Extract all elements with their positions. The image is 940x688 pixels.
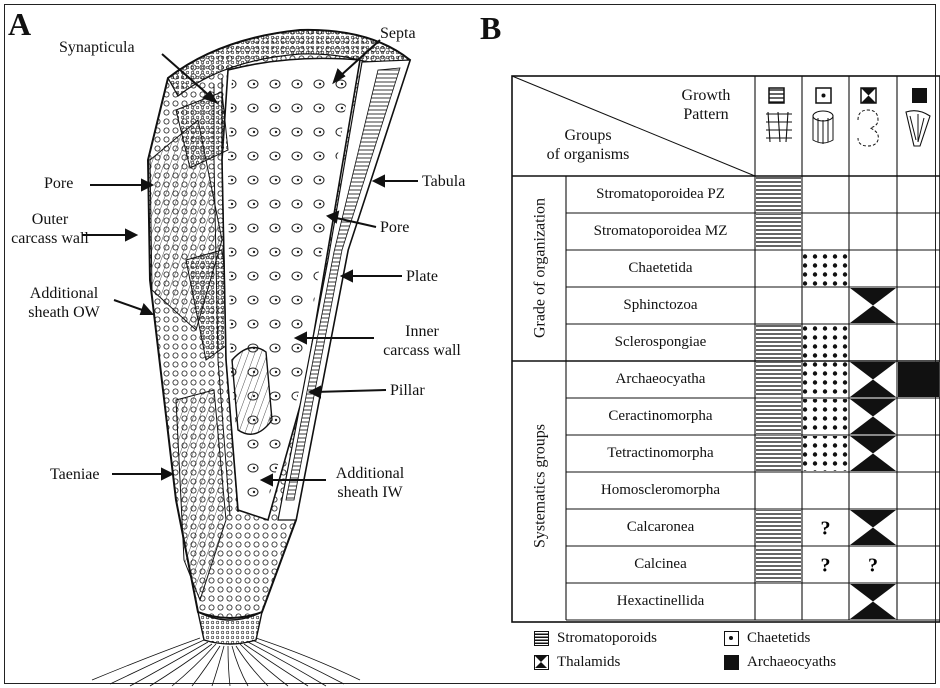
cell-thalamid-bottom [850, 380, 896, 398]
cell-thalamid-bottom [850, 417, 896, 435]
legend-thalamids: Thalamids [534, 654, 620, 671]
cell-chaetetid [803, 399, 848, 434]
cell-thalamid-bottom [850, 454, 896, 472]
row-name: Ceractinomorpha [566, 407, 755, 426]
cell-stromatoporoid [756, 436, 801, 471]
row-name: Stromatoporoidea PZ [566, 185, 755, 204]
row-name: Archaeocyatha [566, 370, 755, 389]
row-name: Calcaronea [566, 518, 755, 537]
stromatoporoid-legend-icon [534, 631, 549, 646]
header-groups-line2: of organisms [528, 145, 648, 164]
legend-archaeocyaths-label: Archaeocyaths [747, 654, 836, 671]
thalamid-header-icon [858, 88, 878, 146]
legend-chaetetids: Chaetetids [724, 630, 810, 647]
cell-stromatoporoid [756, 325, 801, 360]
cell-thalamid-top [850, 584, 896, 602]
cell-stromatoporoid [756, 399, 801, 434]
legend-chaetetids-label: Chaetetids [747, 630, 810, 647]
cell-archaeocyath [898, 362, 939, 397]
header-growth-pattern: Growth Pattern [666, 86, 746, 124]
cell-thalamid-top [850, 399, 896, 417]
cell-uncertain-mark: ? [821, 555, 831, 577]
row-name: Hexactinellida [566, 592, 755, 611]
chaetetid-header-icon [813, 88, 833, 144]
stromatoporoid-header-icon [766, 88, 792, 142]
cell-thalamid-top [850, 288, 896, 306]
header-growth-line1: Growth [666, 86, 746, 105]
chaetetid-legend-icon [724, 631, 739, 646]
cell-chaetetid [803, 436, 848, 471]
cell-thalamid-bottom [850, 602, 896, 620]
cell-chaetetid [803, 362, 848, 397]
cell-thalamid-bottom [850, 528, 896, 546]
cell-chaetetid [803, 325, 848, 360]
archaeocyath-header-icon [906, 88, 930, 146]
legend-stromatoporoids: Stromatoporoids [534, 630, 657, 647]
cell-stromatoporoid [756, 177, 801, 212]
cell-thalamid-top [850, 362, 896, 380]
legend-stromatoporoids-label: Stromatoporoids [557, 630, 657, 647]
cell-thalamid-top [850, 510, 896, 528]
row-name: Sphinctozoa [566, 296, 755, 315]
cell-stromatoporoid [756, 510, 801, 545]
cell-stromatoporoid [756, 547, 801, 582]
header-groups-line1: Groups [528, 126, 648, 145]
cell-chaetetid [803, 251, 848, 286]
legend-thalamids-label: Thalamids [557, 654, 620, 671]
cell-uncertain-mark: ? [821, 518, 831, 540]
side-label-grade: Grade of organization [531, 178, 550, 358]
side-label-systematics: Systematics groups [531, 386, 550, 586]
cell-stromatoporoid [756, 362, 801, 397]
row-name: Tetractinomorpha [566, 444, 755, 463]
archaeocyath-legend-icon [724, 655, 739, 670]
row-name: Chaetetida [566, 259, 755, 278]
header-growth-line2: Pattern [666, 105, 746, 124]
row-name: Sclerospongiae [566, 333, 755, 352]
row-name: Calcinea [566, 555, 755, 574]
cell-thalamid-top [850, 436, 896, 454]
row-name: Homoscleromorpha [566, 481, 755, 500]
thalamid-legend-icon [534, 655, 549, 670]
header-groups-of-organisms: Groups of organisms [528, 126, 648, 164]
cell-thalamid-bottom [850, 306, 896, 324]
legend-archaeocyaths: Archaeocyaths [724, 654, 836, 671]
row-name: Stromatoporoidea MZ [566, 222, 755, 241]
cell-stromatoporoid [756, 214, 801, 249]
cell-uncertain-mark: ? [868, 555, 878, 577]
